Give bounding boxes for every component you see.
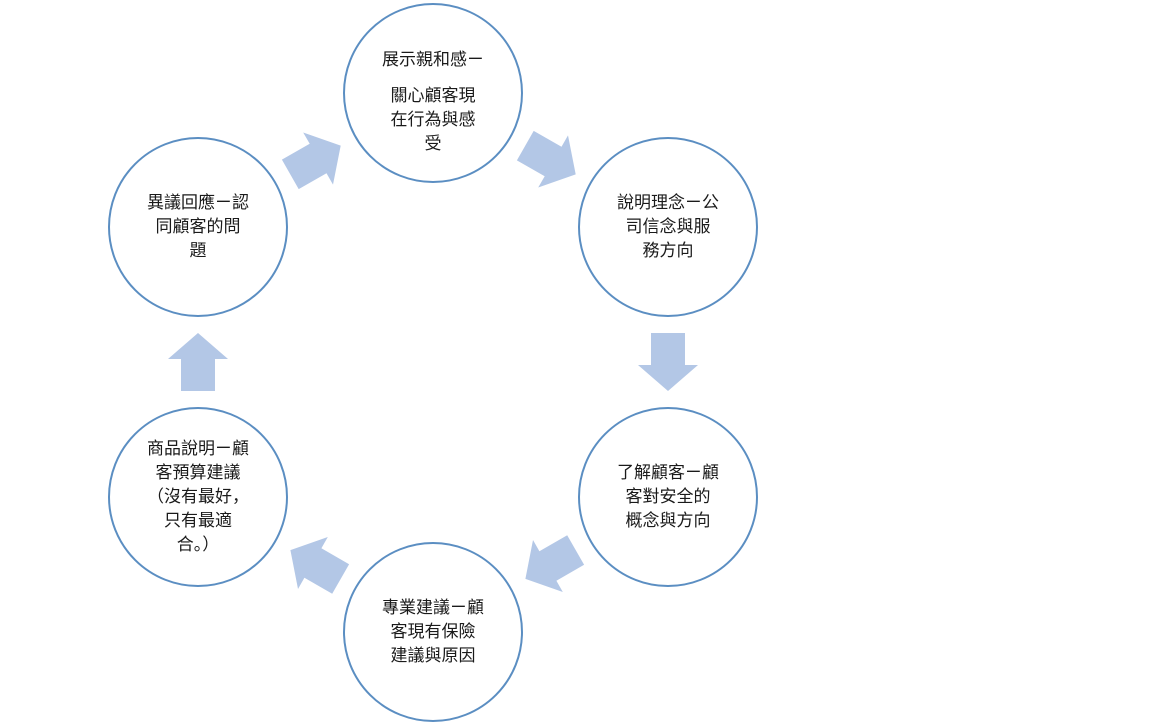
cycle-node-5: 商品說明ㄧ顧 客預算建議 （沒有最好， 只有最適 合。） [108,407,288,587]
cycle-node-6: 異議回應ㄧ認 同顧客的問 題 [108,137,288,317]
node-text: 務方向 [642,241,694,261]
node-text: 展示親和感ㄧ [382,50,484,70]
cycle-node-3: 了解顧客ㄧ顧 客對安全的 概念與方向 [578,407,758,587]
cycle-node-2: 說明理念ㄧ公 司信念與服 務方向 [578,137,758,317]
node-label-6: 異議回應ㄧ認 同顧客的問 題 [136,191,260,263]
node-text: 在行為與感 [390,110,476,130]
cycle-node-4: 專業建議ㄧ顧 客現有保險 建議與原因 [343,542,523,722]
node-text: 司信念與服 [625,217,711,237]
node-text: （沒有最好， [147,487,249,507]
node-text: 概念與方向 [625,511,711,531]
node-text: 受 [424,134,442,154]
node-text: 客預算建議 [155,463,241,483]
node-text: 關心顧客現 [390,86,476,106]
node-label-5: 商品說明ㄧ顧 客預算建議 （沒有最好， 只有最適 合。） [136,437,260,557]
cycle-arrow [525,535,585,592]
node-label-1: 展示親和感ㄧ 關心顧客現 在行為與感 受 [371,48,495,156]
node-text: 建議與原因 [390,646,476,666]
cycle-arrow [638,333,698,391]
cycle-arrow [168,333,228,391]
node-text: 合。） [176,535,220,555]
node-text: 商品說明ㄧ顧 [147,439,249,459]
node-text: 說明理念ㄧ公 [617,193,719,213]
node-text: 客對安全的 [625,487,711,507]
node-label-4: 專業建議ㄧ顧 客現有保險 建議與原因 [371,596,495,668]
node-text: 只有最適 [164,511,232,531]
node-text: 同顧客的問 [155,217,241,237]
cycle-arrow [290,537,350,594]
cycle-arrow [516,130,576,188]
node-text: 題 [189,241,207,261]
node-text: 異議回應ㄧ認 [147,193,249,213]
cycle-arrow [281,132,341,190]
cycle-node-1: 展示親和感ㄧ 關心顧客現 在行為與感 受 [343,3,523,183]
node-text: 客現有保險 [390,622,476,642]
node-text: 了解顧客ㄧ顧 [617,463,719,483]
node-text: 專業建議ㄧ顧 [382,598,484,618]
node-label-2: 說明理念ㄧ公 司信念與服 務方向 [606,191,730,263]
node-label-3: 了解顧客ㄧ顧 客對安全的 概念與方向 [606,461,730,533]
